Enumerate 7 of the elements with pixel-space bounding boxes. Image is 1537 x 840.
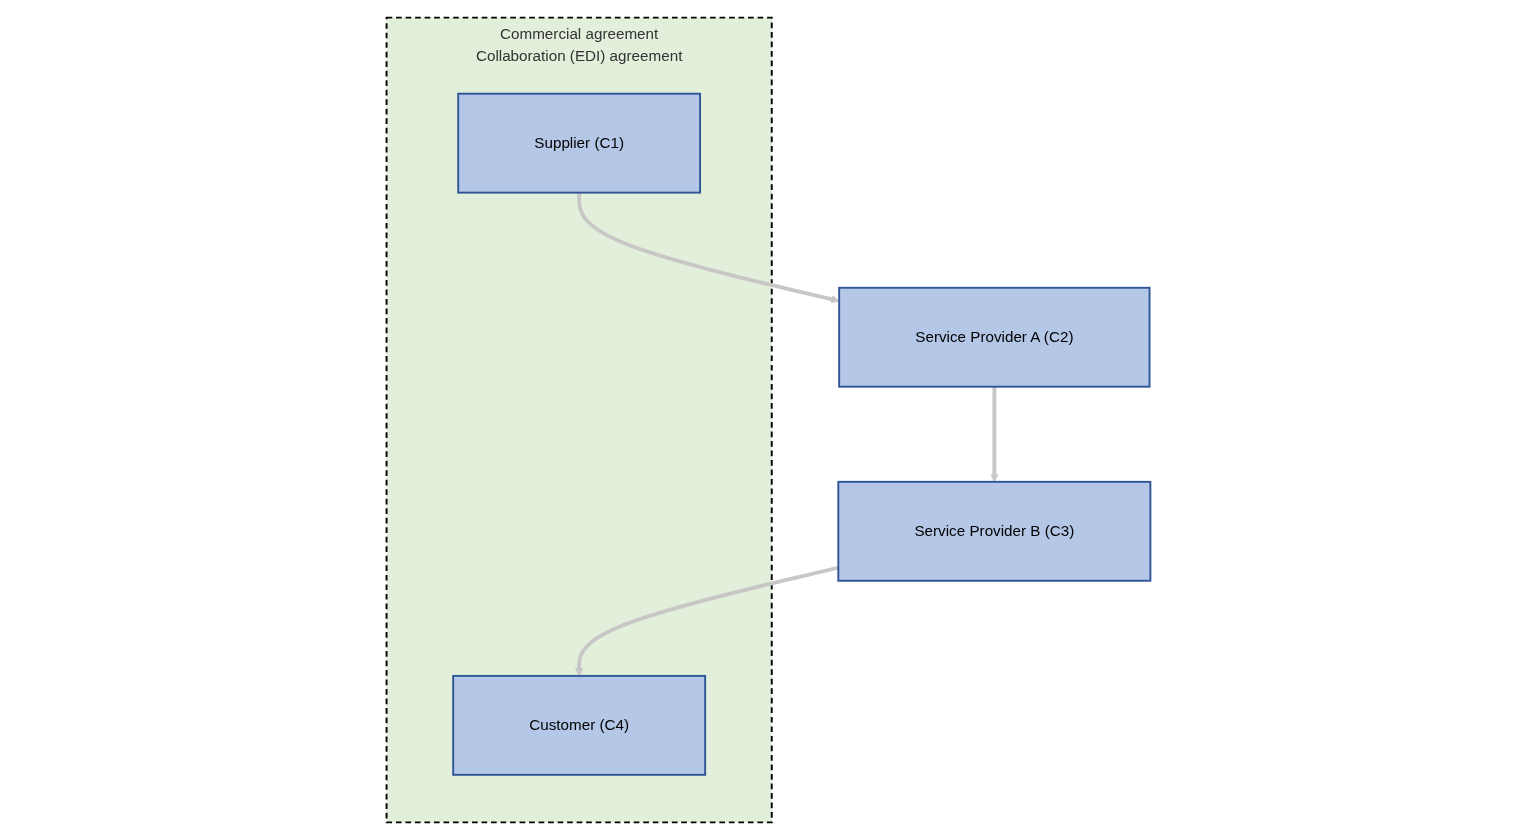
arrow [577,192,840,304]
node-box: Customer (C4) [452,674,707,776]
arrow [990,386,999,483]
node-box: Service Provider B (C3) [837,480,1152,582]
node-box: Supplier (C1) [457,92,702,194]
node-box: Service Provider A (C2) [838,286,1151,388]
arrow [575,565,839,677]
